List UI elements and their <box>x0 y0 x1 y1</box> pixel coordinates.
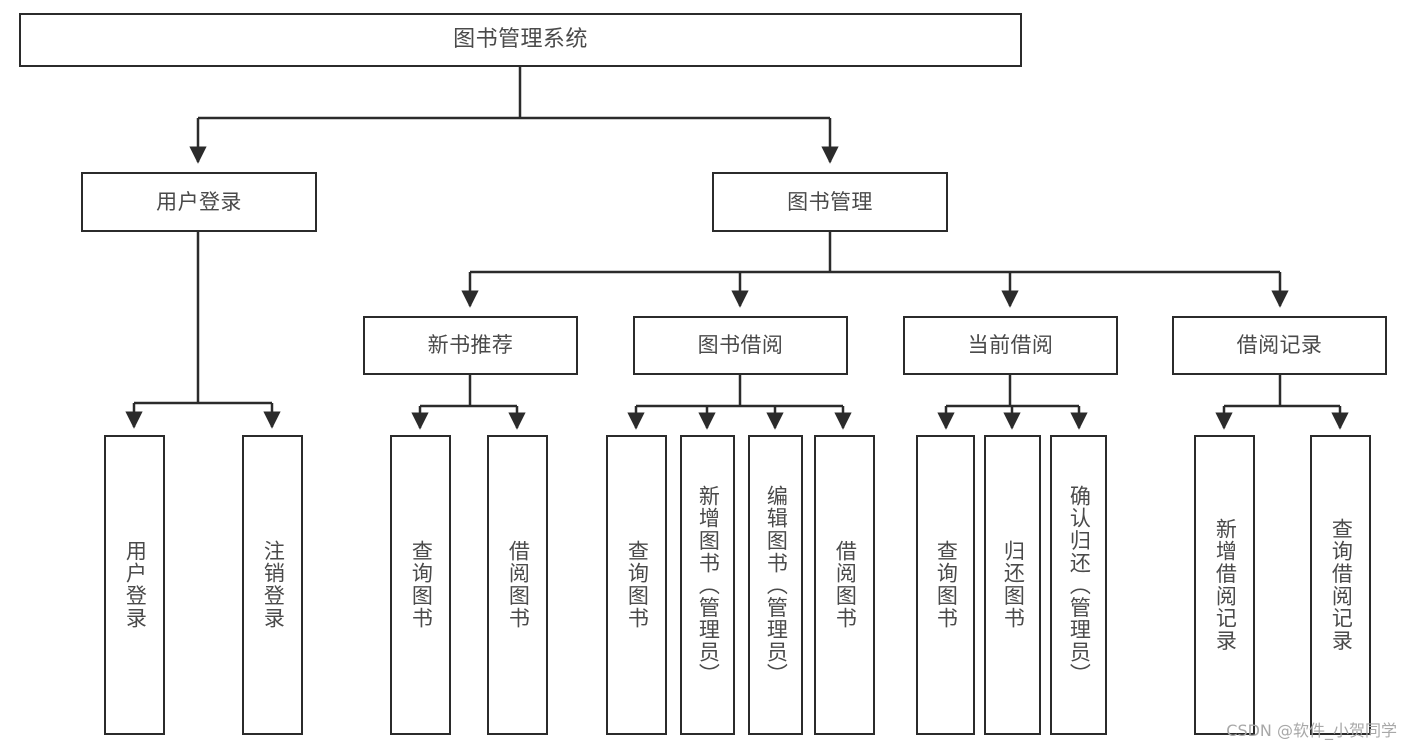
watermark-text: CSDN @软件_小贺同学 <box>1226 721 1397 740</box>
node-leaf-user-login-label: 用户登录 <box>123 540 148 630</box>
node-new-book-rec-label: 新书推荐 <box>427 333 514 358</box>
node-leaf-user-login[interactable]: 用户登录 <box>104 435 165 735</box>
node-leaf-edit-book-label: 编辑图书（管理员） <box>764 484 789 686</box>
node-leaf-borrow-book-2[interactable]: 借阅图书 <box>814 435 875 735</box>
node-current-borrow-label: 当前借阅 <box>967 333 1054 358</box>
node-leaf-confirm-return-label: 确认归还（管理员） <box>1067 484 1092 686</box>
node-book-borrow[interactable]: 图书借阅 <box>633 316 848 375</box>
node-leaf-query-book-3[interactable]: 查询图书 <box>916 435 975 735</box>
node-leaf-query-book-1[interactable]: 查询图书 <box>390 435 451 735</box>
node-leaf-borrow-book-1[interactable]: 借阅图书 <box>487 435 548 735</box>
node-leaf-confirm-return[interactable]: 确认归还（管理员） <box>1050 435 1107 735</box>
node-leaf-borrow-book-1-label: 借阅图书 <box>506 540 531 630</box>
node-leaf-add-book-label: 新增图书（管理员） <box>696 484 721 686</box>
node-borrow-record[interactable]: 借阅记录 <box>1172 316 1387 375</box>
node-leaf-user-logout-label: 注销登录 <box>261 540 286 630</box>
node-root[interactable]: 图书管理系统 <box>19 13 1022 67</box>
node-borrow-record-label: 借阅记录 <box>1236 333 1323 358</box>
node-leaf-edit-book[interactable]: 编辑图书（管理员） <box>748 435 803 735</box>
node-book-borrow-label: 图书借阅 <box>697 333 784 358</box>
node-leaf-return-book[interactable]: 归还图书 <box>984 435 1041 735</box>
node-user-login-label: 用户登录 <box>156 189 242 214</box>
node-leaf-return-book-label: 归还图书 <box>1001 540 1026 630</box>
node-book-manage[interactable]: 图书管理 <box>712 172 948 232</box>
node-leaf-add-record-label: 新增借阅记录 <box>1213 518 1238 652</box>
node-leaf-add-record[interactable]: 新增借阅记录 <box>1194 435 1255 735</box>
node-leaf-query-book-2[interactable]: 查询图书 <box>606 435 667 735</box>
node-leaf-query-book-3-label: 查询图书 <box>934 540 959 630</box>
node-root-label: 图书管理系统 <box>453 27 588 53</box>
node-leaf-query-record[interactable]: 查询借阅记录 <box>1310 435 1371 735</box>
node-leaf-query-record-label: 查询借阅记录 <box>1329 518 1354 652</box>
node-leaf-borrow-book-2-label: 借阅图书 <box>833 540 858 630</box>
node-leaf-query-book-1-label: 查询图书 <box>409 540 434 630</box>
node-new-book-rec[interactable]: 新书推荐 <box>363 316 578 375</box>
node-current-borrow[interactable]: 当前借阅 <box>903 316 1118 375</box>
node-user-login[interactable]: 用户登录 <box>81 172 317 232</box>
node-book-manage-label: 图书管理 <box>787 189 873 214</box>
node-leaf-add-book[interactable]: 新增图书（管理员） <box>680 435 735 735</box>
node-leaf-query-book-2-label: 查询图书 <box>625 540 650 630</box>
node-leaf-user-logout[interactable]: 注销登录 <box>242 435 303 735</box>
